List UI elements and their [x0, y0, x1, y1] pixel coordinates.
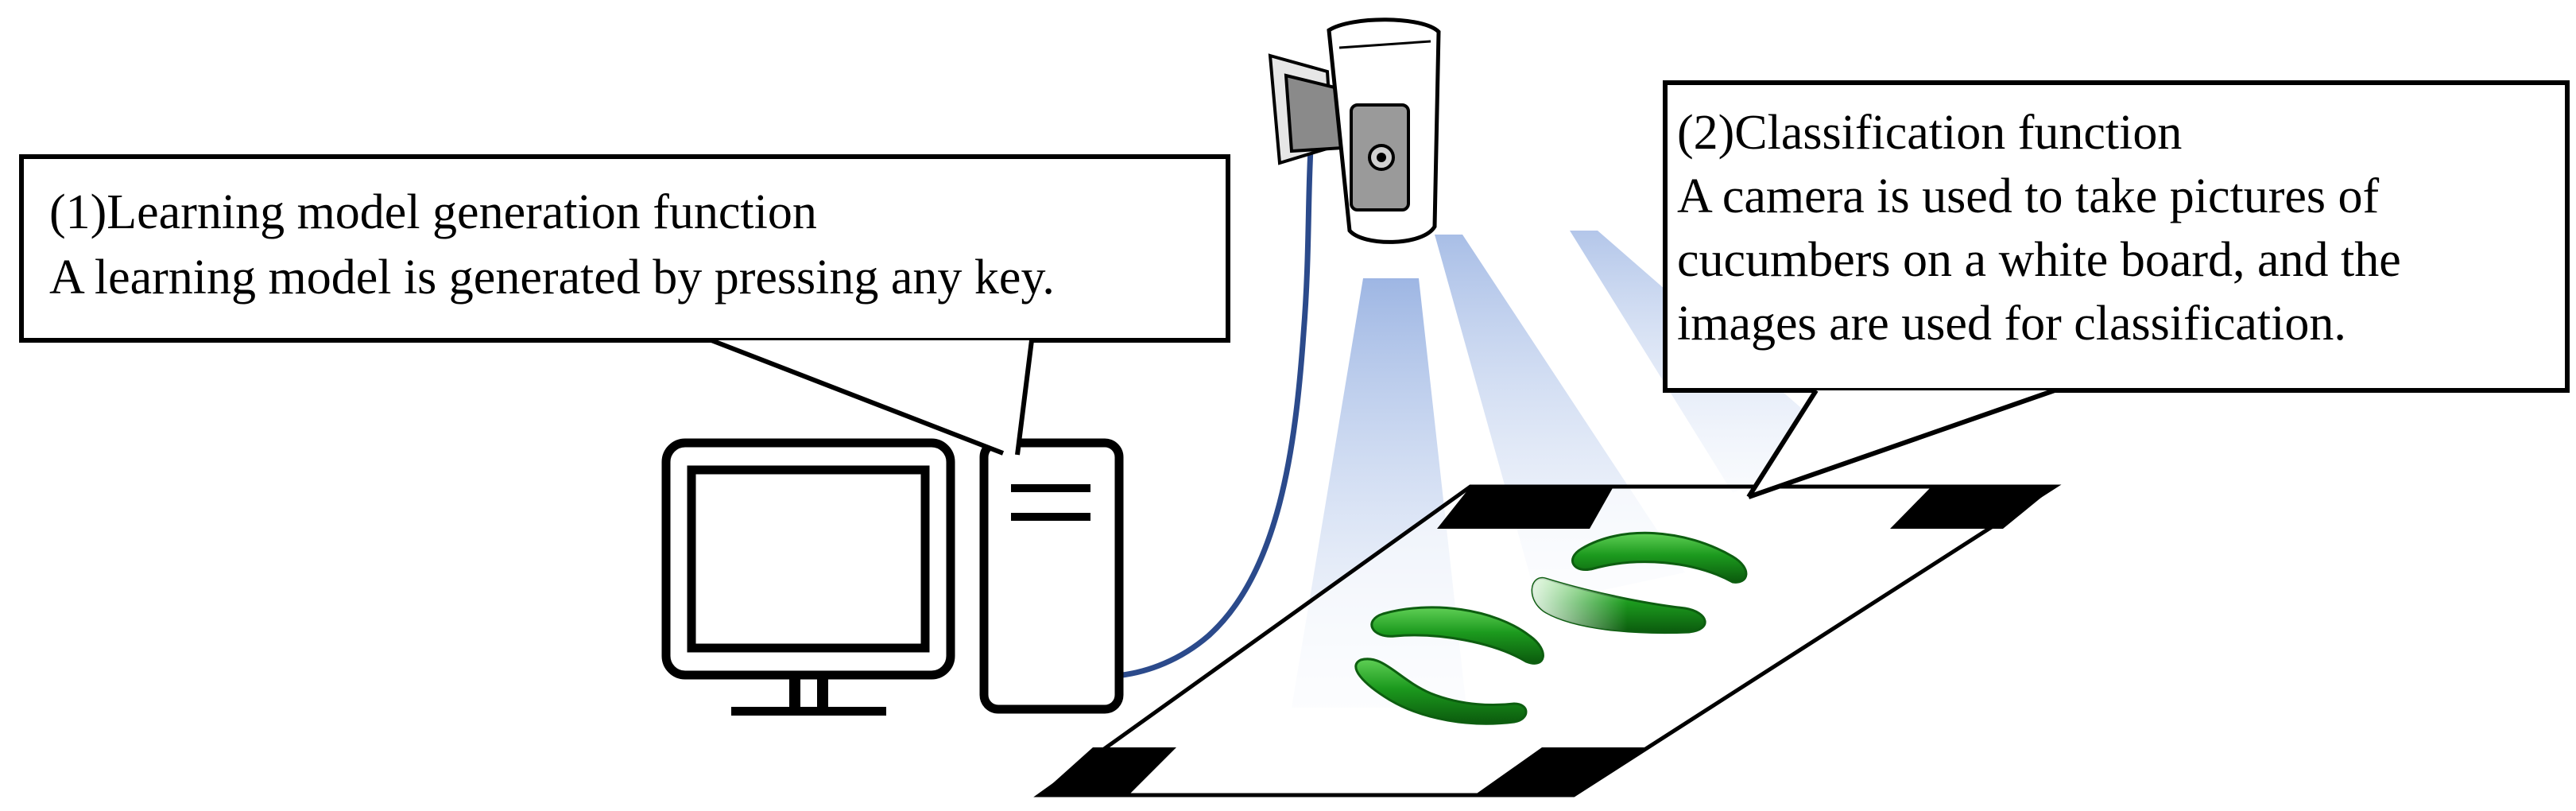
cucumber-3	[1370, 606, 1544, 665]
callout-classification-body-line-1: A camera is used to take pictures of	[1677, 169, 2380, 223]
white-board	[1033, 484, 2062, 797]
usb-cable	[1050, 132, 1315, 680]
camera	[1268, 17, 1441, 244]
cucumber-2-reflection	[1532, 578, 1706, 633]
callout-learning-box	[19, 154, 1230, 457]
callout-classification-title: (2)Classification function	[1677, 106, 2183, 160]
callout-learning-title: (1)Learning model generation function	[49, 185, 817, 239]
monitor-icon	[661, 438, 955, 716]
board-marker-bottom-right	[1474, 747, 1645, 795]
callout-classification-body-line-2: cucumbers on a white board, and the	[1677, 233, 2401, 287]
cucumber-4	[1354, 658, 1528, 725]
pc-tower-icon	[979, 438, 1124, 714]
cucumbers	[1354, 531, 1748, 725]
board-marker-bottom-left	[1040, 747, 1176, 795]
callout-learning-body: A learning model is generated by pressin…	[49, 250, 1055, 305]
board-marker-top-right	[1890, 487, 2055, 529]
callout-classification-body-line-3: images are used for classification.	[1677, 297, 2346, 351]
board-marker-top-left	[1437, 487, 1613, 529]
cucumber-1	[1571, 531, 1748, 584]
callout-classification-box	[1663, 80, 2570, 499]
